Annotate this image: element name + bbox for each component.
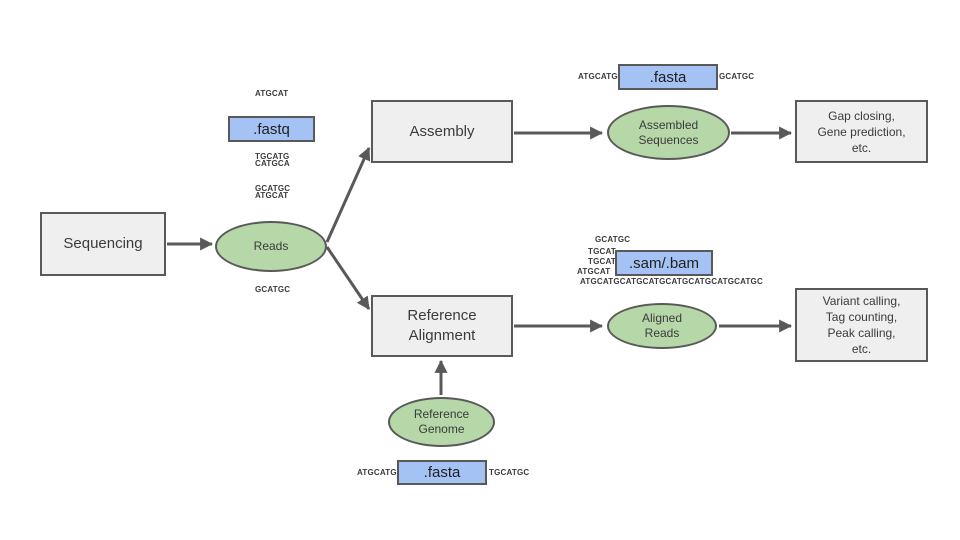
node-alignment-followup: Variant calling, Tag counting, Peak call… [795,288,928,362]
node-assembly-followup: Gap closing, Gene prediction, etc. [795,100,928,163]
node-reference-alignment-label-1: Reference [407,307,477,324]
fasta-assembled-seq-left: ATGCATG [578,72,618,81]
format-box-fastq: .fastq [228,116,315,142]
node-reference-alignment: Reference Alignment [371,295,513,357]
format-fastq-label: .fastq [253,120,290,138]
assembly-followup-line-2: Gene prediction, [817,124,906,139]
format-fasta-reference-label: .fasta [423,464,461,481]
node-reference-alignment-label-2: Alignment [408,327,476,344]
seq-line: GCATGC [255,183,291,193]
alignment-followup-line-1: Variant calling, [822,294,901,308]
format-sam-bam-label: .sam/.bam [628,254,700,272]
format-fasta-assembled-label: .fasta [649,68,687,86]
assembled-sequences-label-2: Sequences [638,132,699,147]
assembly-followup-line-1: Gap closing, [828,108,895,123]
node-reference-genome: Reference Genome [388,397,495,447]
assembled-sequences-label-1: Assembled [638,117,699,132]
reference-genome-label-1: Reference [413,407,470,421]
fasta-reference-seq-left: ATGCATG [357,468,397,477]
sambam-seq-long: ATGCATGCATGCATGCATGCATGCATGCATGC [580,277,763,286]
node-sequencing-label: Sequencing [63,235,143,252]
sambam-seq-line-3: TGCAT [588,257,616,266]
node-assembled-sequences: Assembled Sequences [607,105,730,160]
sambam-seq-line-2: TGCAT [588,247,616,256]
sambam-seq-line-1: GCATGC [595,235,631,244]
arrow-reads-to-assembly [325,147,371,243]
format-box-fasta-reference: .fasta [397,460,487,485]
seq-line: TGCATG [255,152,290,161]
aligned-reads-label-2: Reads [644,326,680,340]
seq-line: ATGCAT [255,190,289,200]
reference-genome-label-2: Genome [418,422,465,436]
node-reads-label: Reads [253,239,289,253]
alignment-followup-line-4: etc. [851,342,872,356]
node-assembly: Assembly [371,100,513,163]
fasta-assembled-seq-right: GCATGC [719,72,755,81]
seq-line: GCATGC [255,285,291,294]
node-aligned-reads: Aligned Reads [607,303,717,349]
alignment-followup-line-3: Peak calling, [827,326,896,340]
fasta-reference-seq-right: TGCATGC [489,468,530,477]
node-sequencing: Sequencing [40,212,166,276]
format-box-sam-bam: .sam/.bam [615,250,713,276]
sambam-seq-line-4: ATGCAT [577,267,611,276]
seq-line: CATGCA [255,159,290,168]
alignment-followup-line-2: Tag counting, [825,310,898,324]
node-assembly-label: Assembly [409,122,475,140]
seq-line: ATGCAT [255,89,289,98]
format-box-fasta-assembled: .fasta [618,64,718,90]
aligned-reads-label-1: Aligned [641,311,683,325]
node-reads: Reads [215,221,327,272]
arrow-reads-to-reference-alignment [325,246,371,310]
assembly-followup-line-3: etc. [851,140,872,155]
